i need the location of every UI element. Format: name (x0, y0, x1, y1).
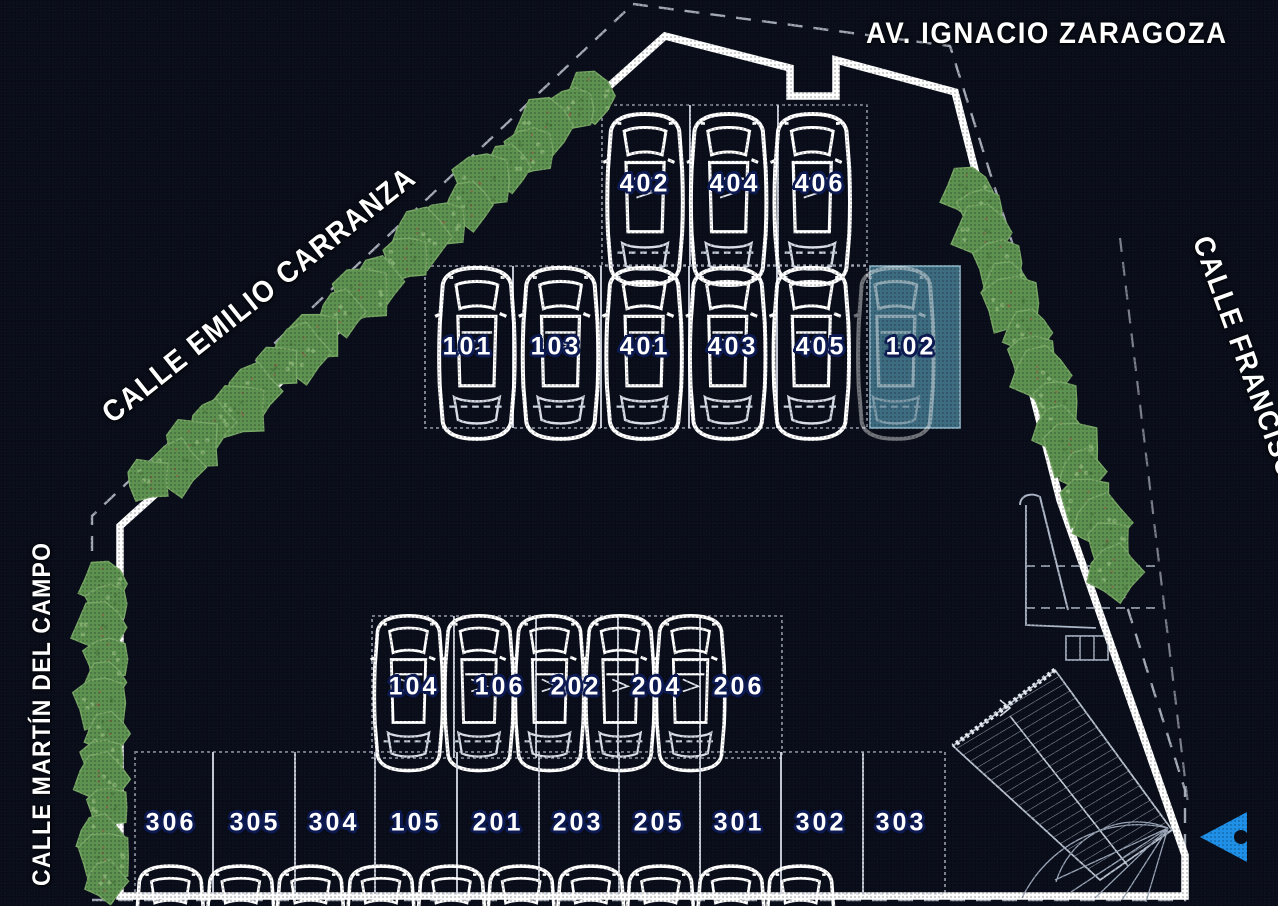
tree-row-martin (69, 560, 132, 906)
parking-slot-301[interactable]: 301 (713, 808, 765, 837)
parking-slot-106[interactable]: 106 (474, 672, 526, 701)
parking-slot-205[interactable]: 205 (633, 808, 685, 837)
parking-slot-305[interactable]: 305 (229, 808, 281, 837)
street-label-zaragoza: AV. IGNACIO ZARAGOZA (866, 17, 1228, 50)
parking-slot-202[interactable]: 202 (550, 672, 602, 701)
parking-slot-401[interactable]: 401 (619, 332, 671, 361)
street-label-carranza: CALLE EMILIO CARRANZA (96, 160, 423, 430)
parking-slot-101[interactable]: 101 (442, 332, 494, 361)
parking-slot-204[interactable]: 204 (631, 672, 683, 701)
parking-slot-403[interactable]: 403 (707, 332, 759, 361)
parking-slot-404[interactable]: 404 (709, 169, 761, 198)
parking-slot-304[interactable]: 304 (308, 808, 360, 837)
tree-row-espejel (939, 166, 1146, 605)
parking-slot-406[interactable]: 406 (794, 169, 846, 198)
parking-slot-402[interactable]: 402 (619, 169, 671, 198)
parking-slot-103[interactable]: 103 (530, 332, 582, 361)
triangle-left-icon[interactable] (1200, 812, 1248, 862)
street-label-martin-del-campo: CALLE MARTÍN DEL CAMPO (28, 541, 56, 886)
tree-row-carranza (127, 70, 616, 502)
parking-slot-102[interactable]: 102 (885, 332, 937, 361)
parking-slot-303[interactable]: 303 (875, 808, 927, 837)
parking-slot-405[interactable]: 405 (795, 332, 847, 361)
parking-slot-201[interactable]: 201 (472, 808, 524, 837)
parking-slot-206[interactable]: 206 (713, 672, 765, 701)
property-line (90, 2, 1190, 902)
parking-slot-302[interactable]: 302 (795, 808, 847, 837)
street-label-espejel: CALLE FRANCISCO ESPEJEL (1185, 232, 1278, 634)
parking-slot-105[interactable]: 105 (390, 808, 442, 837)
parking-slot-203[interactable]: 203 (552, 808, 604, 837)
site-boundary (116, 31, 1189, 900)
parking-slot-104[interactable]: 104 (388, 672, 440, 701)
parking-slot-306[interactable]: 306 (145, 808, 197, 837)
vehicle-ramp (951, 493, 1188, 903)
